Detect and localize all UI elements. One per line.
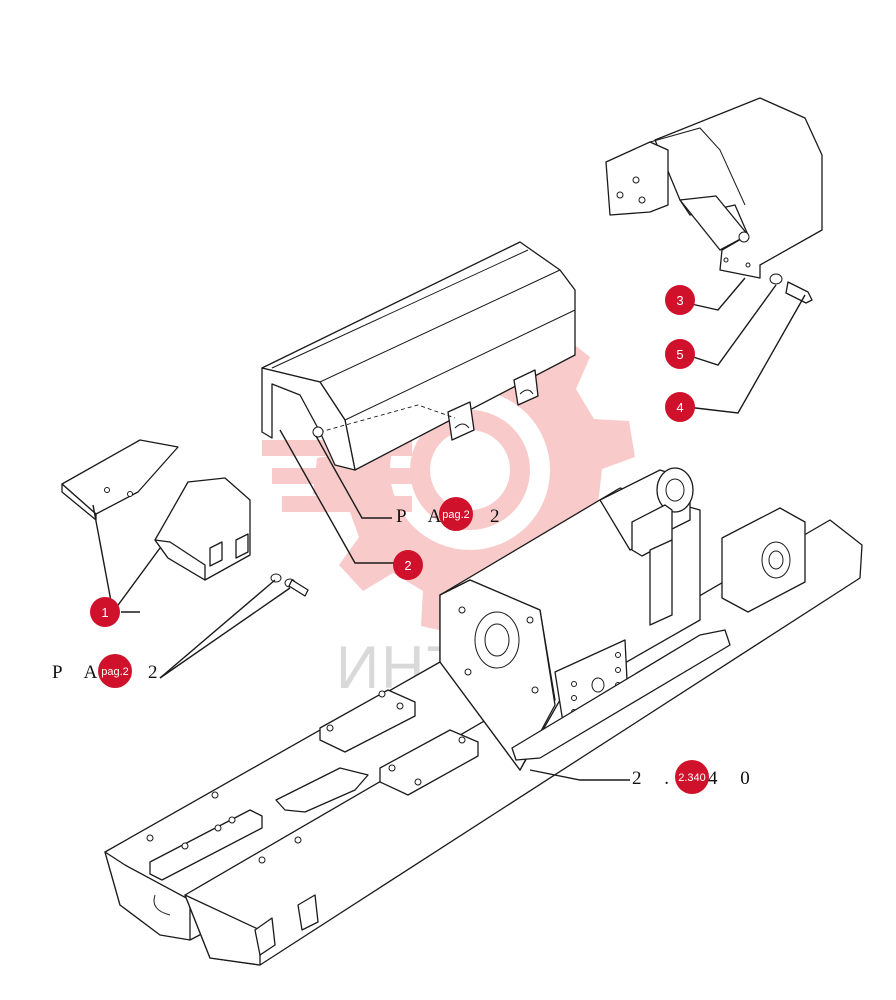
svg-text:pag.2: pag.2 [101, 666, 129, 678]
reference-label-3[interactable]: 2 . 2.340 4 0 [632, 760, 759, 794]
svg-text:2: 2 [490, 506, 509, 527]
large-cover-part [261, 241, 576, 471]
svg-text:2: 2 [404, 558, 411, 573]
chassis-frame [104, 467, 863, 966]
svg-text:2.340: 2.340 [678, 772, 706, 784]
svg-text:4: 4 [676, 400, 683, 415]
svg-text:5: 5 [676, 347, 683, 362]
bracket-part [605, 97, 823, 304]
svg-text:2 .: 2 . [632, 768, 678, 789]
svg-text:2: 2 [148, 662, 167, 683]
svg-text:P A: P A [52, 662, 106, 683]
svg-text:pag.2: pag.2 [442, 509, 470, 521]
marker-2[interactable]: 2 [393, 550, 423, 580]
small-cover-part [61, 439, 309, 597]
reference-label-1[interactable]: P A pag.2 2 [52, 654, 167, 688]
svg-text:3: 3 [676, 293, 683, 308]
svg-text:P A: P A [396, 506, 450, 527]
leader-lines [92, 277, 806, 781]
svg-text:4 0: 4 0 [708, 768, 759, 789]
marker-4[interactable]: 4 [665, 392, 695, 422]
reference-label-2[interactable]: P A pag.2 2 [396, 497, 509, 531]
svg-text:1: 1 [101, 605, 108, 620]
marker-1[interactable]: 1 [90, 597, 120, 627]
marker-5[interactable]: 5 [665, 339, 695, 369]
marker-3[interactable]: 3 [665, 285, 695, 315]
